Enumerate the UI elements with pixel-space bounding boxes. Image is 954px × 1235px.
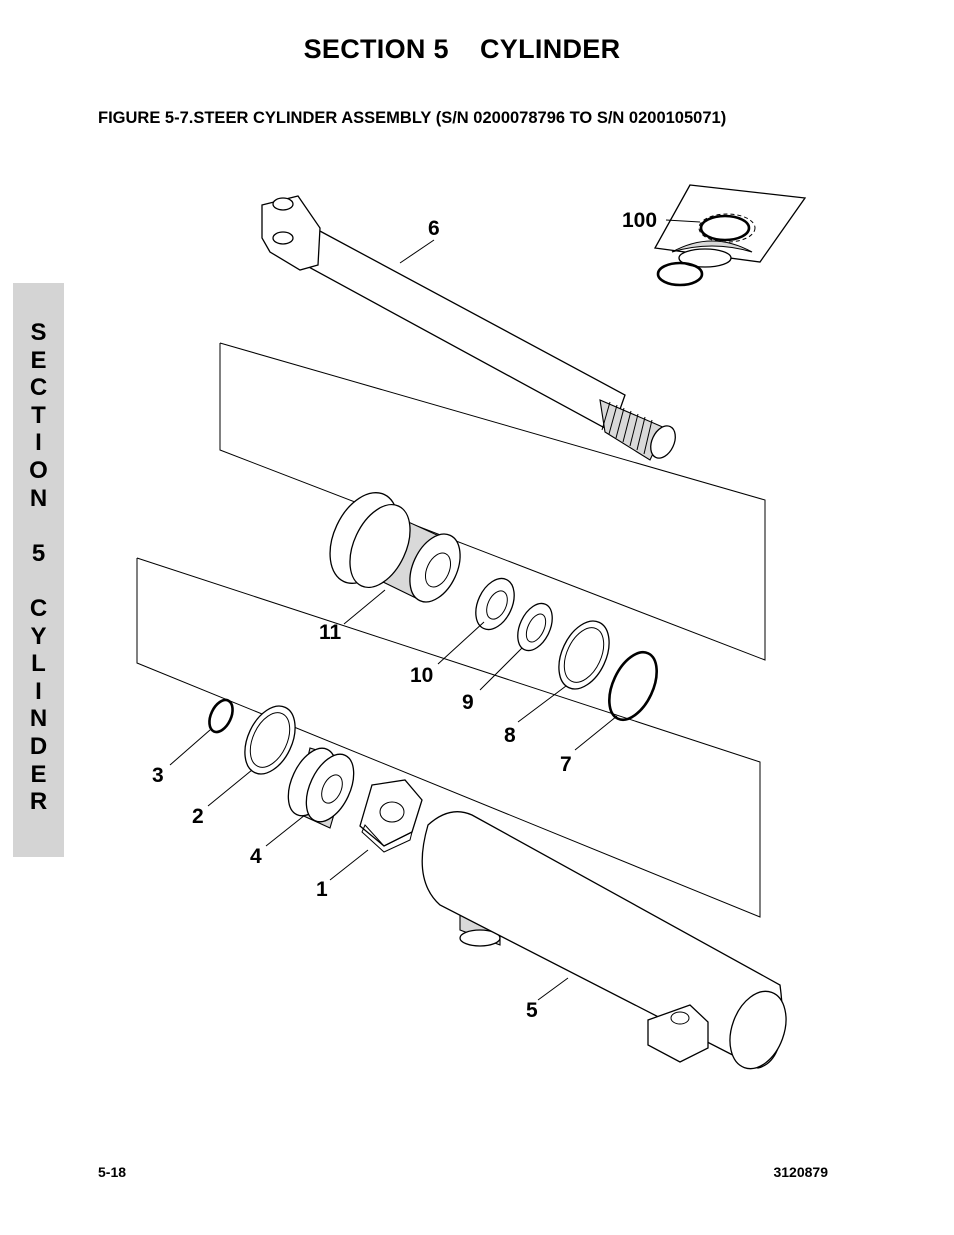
side-tab-letter: D <box>29 732 48 760</box>
backup-ring-part-8 <box>558 620 610 690</box>
callout-8: 8 <box>504 724 516 747</box>
side-tab-letter: R <box>29 788 48 816</box>
side-tab-letter: 5 <box>31 539 46 567</box>
callout-6: 6 <box>428 217 440 240</box>
leader-lines <box>169 219 701 1001</box>
side-tab-letter: S <box>30 319 47 346</box>
section-title: SECTION 5 CYLINDER <box>303 34 621 64</box>
side-tab-letter: L <box>31 650 46 678</box>
rod-seal-part-9 <box>517 602 553 652</box>
page-number: 5-18 <box>98 1164 127 1180</box>
o-ring-part-7 <box>608 650 658 722</box>
side-tab-letter: T <box>31 401 46 429</box>
lock-nut-part-1 <box>359 779 423 853</box>
callout-9: 9 <box>462 691 474 714</box>
rod-part-6 <box>261 195 676 461</box>
side-tab-letter: O <box>29 456 48 484</box>
callout-5: 5 <box>526 999 538 1022</box>
wiper-part-10 <box>475 577 515 631</box>
callout-1: 1 <box>316 878 328 901</box>
callout-2: 2 <box>192 805 204 828</box>
side-tab-letter: E <box>30 346 47 374</box>
figure-title: FIGURE 5-7.STEER CYLINDER ASSEMBLY (S/N … <box>98 109 727 127</box>
callout-4: 4 <box>250 845 262 868</box>
side-tab-letter: N <box>29 705 48 733</box>
side-tab-letter: I <box>35 429 42 457</box>
barrel-part-5 <box>421 811 787 1070</box>
o-ring-part-3 <box>208 698 234 734</box>
callout-10: 10 <box>410 664 433 687</box>
seal-kit-part-100 <box>653 184 807 287</box>
side-tab-letter: I <box>35 677 42 705</box>
callout-7: 7 <box>560 753 572 776</box>
document-number: 3120879 <box>773 1164 828 1180</box>
backup-ring-part-2 <box>244 705 296 775</box>
callout-100: 100 <box>622 209 657 232</box>
callout-3: 3 <box>152 764 164 787</box>
guide-plane-barrel <box>136 557 761 918</box>
side-tab-letter: N <box>29 484 48 512</box>
callout-11: 11 <box>319 621 342 644</box>
side-tab-letter: C <box>29 594 48 622</box>
side-tab-letter: C <box>29 374 48 402</box>
head-part-11 <box>329 492 461 603</box>
piston-part-4 <box>287 747 355 829</box>
side-tab-letter: E <box>30 760 47 788</box>
guide-plane-rod <box>219 342 766 661</box>
side-tab-letter: Y <box>30 622 47 650</box>
